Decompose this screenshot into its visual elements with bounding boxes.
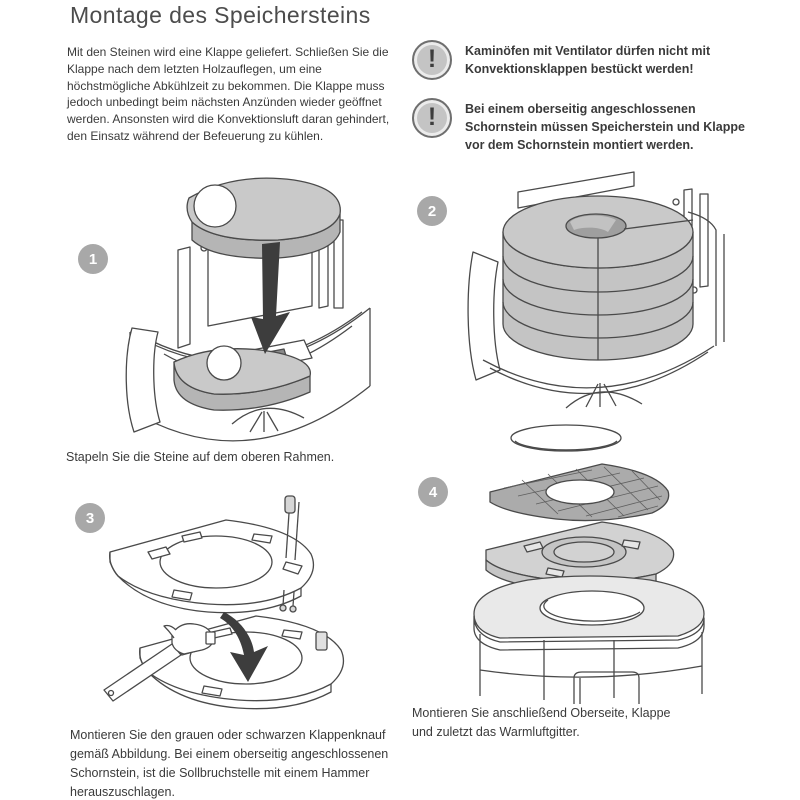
- top-frame-plate: [110, 520, 314, 613]
- step-number-badge-1: 1: [78, 244, 108, 274]
- top-lid-oval: [511, 425, 621, 451]
- step-number: 2: [427, 202, 437, 220]
- stove-body: [474, 576, 704, 704]
- stove-left-shell: [468, 252, 500, 380]
- step-number: 3: [85, 509, 95, 527]
- step-number: 4: [428, 483, 438, 501]
- warning-text: Kaminöfen mit Ventilator dürfen nicht mi…: [465, 44, 711, 76]
- stove-base: [483, 346, 714, 408]
- warning-text: Bei einem oberseitig angeschlossenen Sch…: [465, 102, 745, 152]
- step3-caption: Montieren Sie den grauen oder schwarzen …: [70, 728, 389, 799]
- exclamation-icon: !: [412, 40, 452, 80]
- step4-caption: Montieren Sie anschließend Oberseite, Kl…: [412, 706, 671, 739]
- warning-note-schornstein: ! Bei einem oberseitig angeschlossenen S…: [412, 98, 751, 154]
- stove-right-shell: [688, 212, 724, 346]
- illustration-step2-stone-stack: [448, 160, 750, 414]
- illustration-step1-insert-stone: [112, 156, 396, 448]
- hammer-icon: [104, 624, 215, 701]
- step-number-badge-3: 3: [75, 503, 105, 533]
- illustration-step4-top-assembly: [452, 416, 734, 704]
- page-title: Montage des Speichersteins: [70, 2, 371, 28]
- warning-note-ventilator: ! Kaminöfen mit Ventilator dürfen nicht …: [412, 40, 751, 80]
- step-number-badge-4: 4: [418, 477, 448, 507]
- arrow-strike-icon: [220, 612, 268, 682]
- storage-stone-lowered: [187, 178, 340, 258]
- step-number: 1: [88, 250, 98, 268]
- exclamation-glyph: !: [427, 102, 437, 131]
- intro-paragraph: Mit den Steinen wird eine Klappe geliefe…: [67, 45, 390, 143]
- arrow-down-icon: [251, 242, 290, 354]
- warmluftgitter-grille: [490, 464, 669, 521]
- exclamation-icon: !: [412, 98, 452, 138]
- storage-stone-stack: [503, 196, 693, 360]
- exclamation-glyph: !: [427, 44, 437, 73]
- step-number-badge-2: 2: [417, 196, 447, 226]
- klappenknauf-knob: [280, 496, 299, 612]
- stove-left-shell: [126, 328, 160, 432]
- step1-caption: Stapeln Sie die Steine auf dem oberen Ra…: [66, 450, 335, 464]
- storage-stone-placed: [174, 346, 310, 410]
- illustration-step3-knob-hammer: [78, 494, 392, 724]
